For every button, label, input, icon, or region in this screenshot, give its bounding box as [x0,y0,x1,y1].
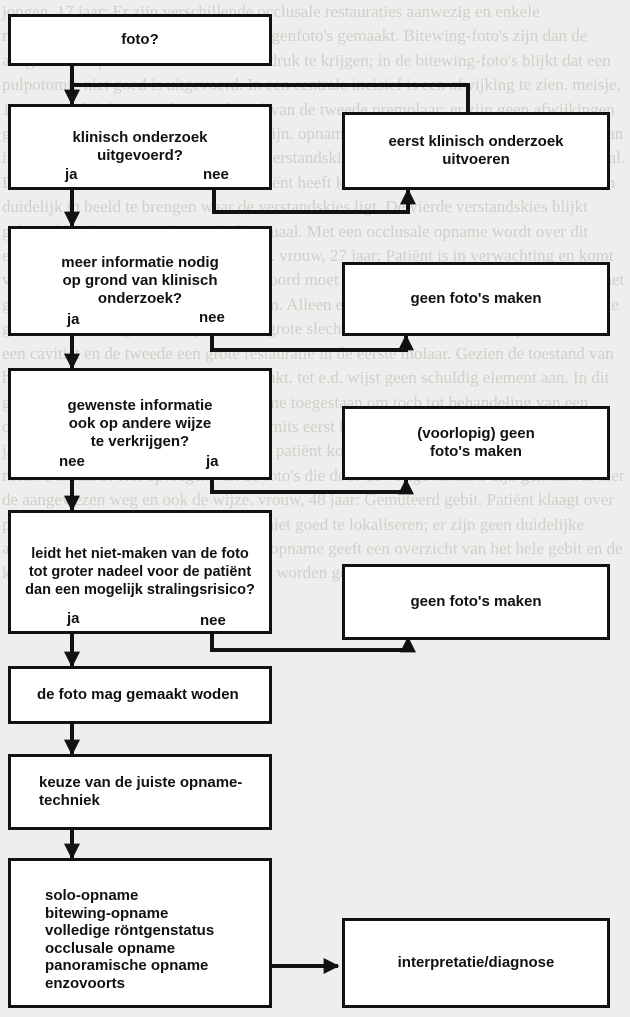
box-gewenste-informatie: gewenste informatie ook op andere wijze … [8,368,272,480]
box-meer-informatie: meer informatie nodig op grond van klini… [8,226,272,336]
label-ja-gewenste: ja [205,453,220,470]
label-nee-gewenste: nee [58,453,86,470]
label-ja-meer-info: ja [66,311,81,328]
box-leidt-niet-maken: leidt het niet-maken van de foto tot gro… [8,510,272,634]
box-foto-mag-gemaakt: de foto mag gemaakt woden [8,666,272,724]
arrow-leidt-nee [210,632,416,653]
label-ja-leidt: ja [66,610,81,627]
label-ja-klinisch: ja [64,166,79,183]
label-nee-meer-info: nee [198,309,226,326]
box-eerst-klinisch-onderzoek: eerst klinisch onderzoek uitvoeren [342,112,610,190]
label-nee-klinisch: nee [202,166,230,183]
label-nee-leidt: nee [199,612,227,629]
arrow-meer-nee [210,334,414,352]
box-opname-soorten: solo-opname bitewing-opname volledige rö… [8,858,272,1008]
arrow-gewenste-ja [210,478,414,495]
box-interpretatie-diagnose: interpretatie/diagnose [342,918,610,1008]
box-geen-fotos-1: geen foto's maken [342,262,610,336]
box-geen-fotos-2: geen foto's maken [342,564,610,640]
box-keuze-opnametechniek: keuze van de juiste opname- techniek [8,754,272,830]
box-voorlopig-geen-fotos: (voorlopig) geen foto's maken [342,406,610,480]
arrow-klinisch-nee [212,188,416,214]
box-klinisch-onderzoek: klinisch onderzoek uitgevoerd? [8,104,272,190]
arrow-eerst-return [72,83,470,112]
box-foto: foto? [8,14,272,66]
